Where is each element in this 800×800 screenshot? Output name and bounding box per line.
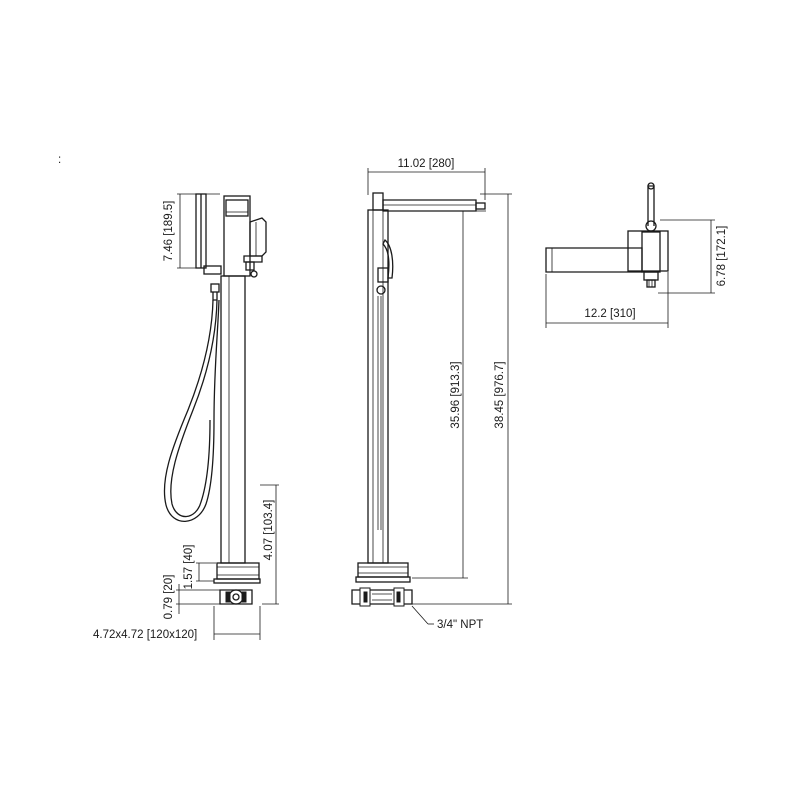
middle-dimension-lines [367,168,512,625]
dim-top-length: 12.2 [310] [584,308,635,320]
front-view-faucet [351,192,486,607]
dim-spout-reach: 11.02 [280] [398,158,455,170]
dim-connector-height: 0.79 [20] [163,575,175,620]
top-view-faucet [545,182,669,288]
stray-mark: : [58,154,61,166]
dim-base-footprint: 4.72x4.72 [120x120] [93,629,197,641]
right-dimension-lines [545,219,715,328]
dim-overall-height: 38.45 [976.7] [494,361,506,428]
thread-callout: 3/4" NPT [437,619,483,631]
dim-base-height: 1.57 [40] [183,545,195,590]
left-dimension-lines [176,193,279,640]
dim-handshower-height: 7.46 [189.5] [163,201,175,262]
dim-shroud-height: 4.07 [103.4] [263,500,275,561]
dim-spout-height: 35.96 [913.3] [450,361,462,428]
dim-top-width: 6.78 [172.1] [716,226,728,287]
